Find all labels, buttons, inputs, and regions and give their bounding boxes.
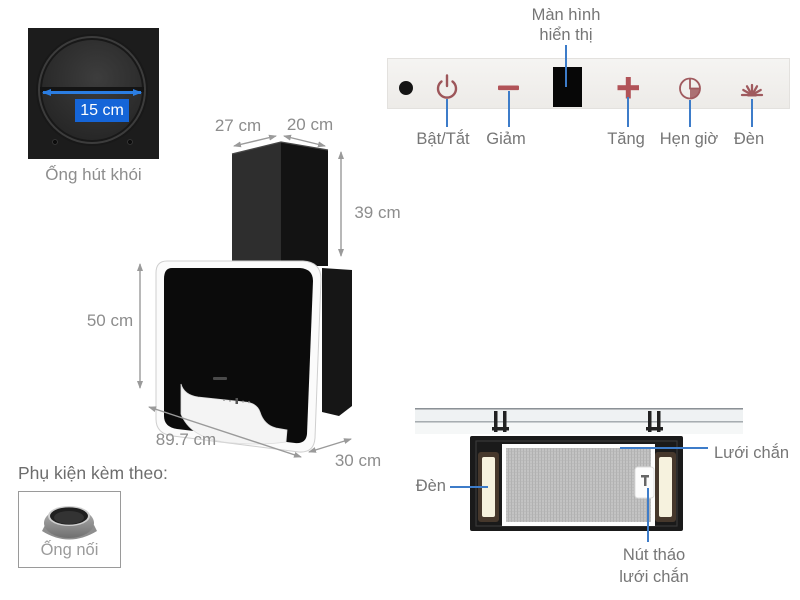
accessory-label: Ống nối (40, 541, 99, 559)
accessory-card (18, 491, 121, 568)
indicator-dot (399, 81, 413, 95)
duct-photo: 15 cm (28, 28, 159, 159)
underside-illustration (415, 408, 743, 531)
release-connector (647, 488, 649, 542)
filter-release-button (634, 466, 655, 499)
mount-bracket-left (492, 411, 509, 432)
hood-side-body (322, 268, 352, 416)
timer-icon (679, 77, 701, 100)
connector-ring-illustration (42, 506, 97, 540)
dim-body-height: 50 cm (86, 311, 134, 330)
power-connector (446, 99, 448, 127)
mesh-connector (620, 447, 708, 449)
lamp-left (478, 452, 499, 522)
range-hood-illustration (137, 134, 352, 458)
display-connector (565, 45, 567, 87)
dim-chimney-height: 39 cm (354, 203, 401, 222)
light-connector (751, 99, 753, 127)
brand-logo (213, 377, 227, 380)
chimney-right-face (281, 142, 328, 266)
underside-mesh-label: Lưới chắn (714, 444, 790, 462)
dimension-arrows (137, 134, 352, 458)
power-icon (436, 74, 458, 99)
lamp-connector (450, 486, 488, 488)
light-label: Đèn (733, 130, 765, 148)
increase-label: Tăng (607, 130, 645, 148)
decrease-label: Giảm (486, 130, 526, 148)
lamp-right (655, 452, 676, 522)
grease-filter (502, 444, 655, 526)
plus-icon (617, 77, 639, 99)
decrease-connector (508, 91, 510, 127)
dim-body-depth: 30 cm (334, 451, 382, 470)
duct-caption: Ống hút khói (45, 165, 142, 184)
timer-connector (689, 100, 691, 127)
mount-bracket-right (646, 411, 663, 432)
duct-diameter-label: 15 cm (75, 99, 129, 122)
increase-connector (627, 97, 629, 127)
control-panel-icons (399, 67, 764, 107)
chimney-front-face (232, 142, 281, 266)
timer-label: Hẹn giờ (659, 130, 719, 148)
light-icon (740, 83, 764, 97)
minus-icon (498, 85, 519, 91)
display-screen (553, 67, 582, 107)
dim-top-depth: 20 cm (286, 115, 334, 134)
power-label: Bật/Tắt (416, 130, 470, 148)
underside-lamp-label: Đèn (415, 477, 446, 495)
dim-body-width: 89.7 cm (155, 430, 217, 449)
dim-top-width: 27 cm (214, 116, 262, 135)
underside-release-label: Nút tháo lưới chắn (619, 546, 689, 586)
accessories-heading: Phụ kiện kèm theo: (18, 463, 168, 483)
display-label: Màn hình hiển thị (531, 6, 601, 44)
